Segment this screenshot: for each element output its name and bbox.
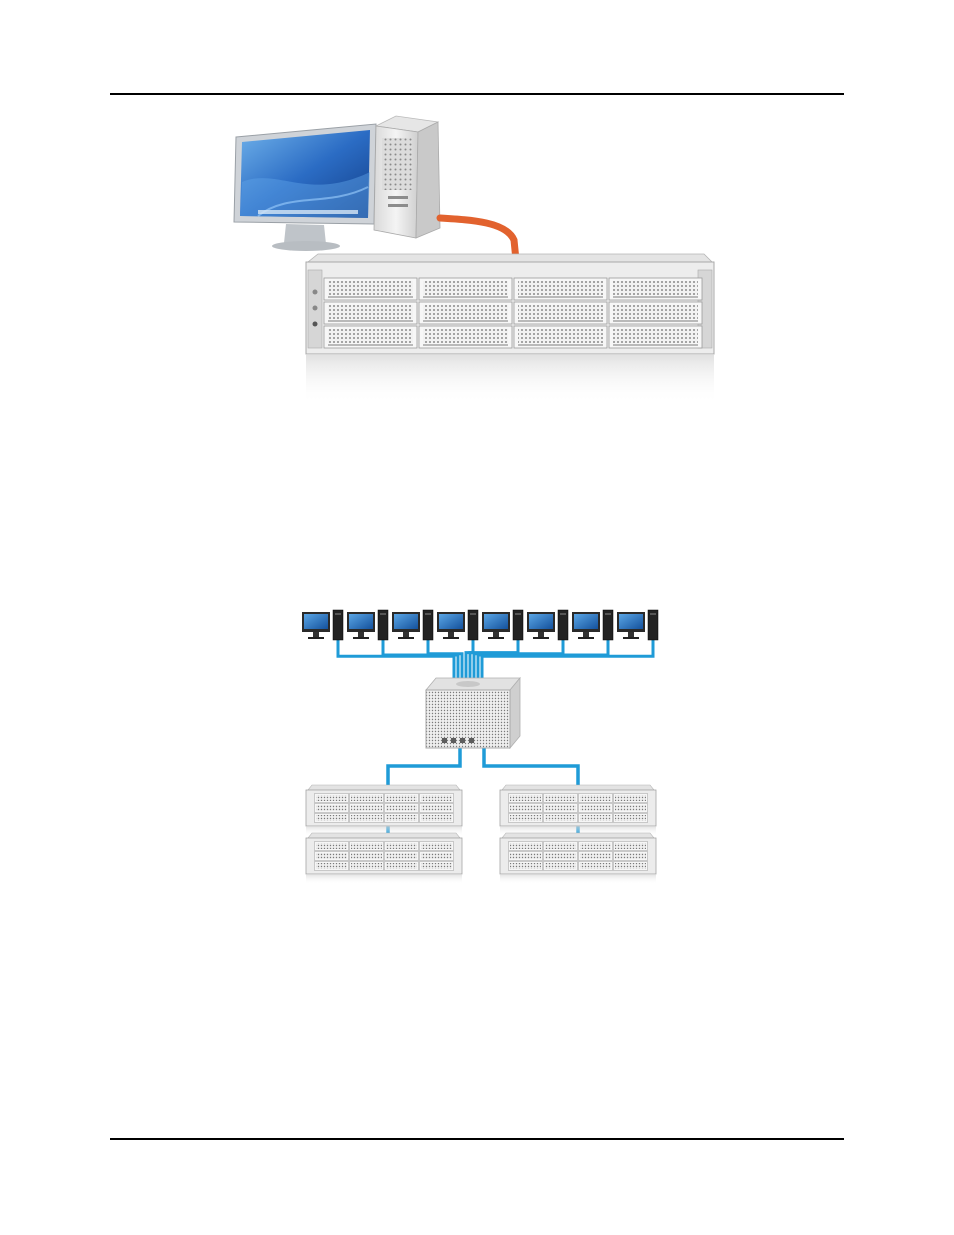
drive-bay	[350, 862, 384, 871]
switch-port	[451, 738, 456, 743]
workstation-icon	[437, 610, 478, 640]
drive-bay	[544, 804, 578, 813]
drive-bay	[420, 852, 454, 861]
drive-bay	[579, 852, 613, 861]
drive-bay	[420, 842, 454, 851]
switch-port	[469, 738, 474, 743]
drive-bay	[419, 302, 512, 324]
drive-bay	[514, 302, 607, 324]
workstation-row	[302, 610, 658, 640]
workstation-icon	[482, 610, 523, 640]
drive-bay	[420, 804, 454, 813]
drive-bay	[614, 852, 648, 861]
drive-bay	[509, 804, 543, 813]
drive-bay	[514, 278, 607, 300]
drive-bay	[544, 814, 578, 823]
switch-port	[442, 738, 447, 743]
raid-storage-cluster	[306, 785, 656, 884]
drive-bay	[544, 852, 578, 861]
drive-bay	[350, 804, 384, 813]
raid-unit-icon	[500, 833, 656, 884]
drive-bay	[609, 302, 702, 324]
drive-bay	[315, 814, 349, 823]
computer-monitor-icon	[234, 124, 376, 251]
drive-bay	[315, 804, 349, 813]
drive-bay	[350, 842, 384, 851]
drive-bay	[350, 852, 384, 861]
drive-bay	[350, 814, 384, 823]
drive-bay	[579, 842, 613, 851]
drive-bay	[614, 794, 648, 803]
drive-bay	[509, 794, 543, 803]
direct-attached-diagram	[228, 112, 728, 404]
drive-bay	[614, 814, 648, 823]
drive-bay	[609, 326, 702, 348]
drive-bay	[419, 326, 512, 348]
drive-bay	[609, 278, 702, 300]
drive-bay	[315, 852, 349, 861]
drive-bay	[315, 794, 349, 803]
drive-bay	[385, 794, 419, 803]
drive-bay	[614, 862, 648, 871]
drive-bay	[544, 794, 578, 803]
storage-cable	[484, 748, 578, 790]
workstation-icon	[572, 610, 613, 640]
drive-bay	[420, 794, 454, 803]
drive-bay	[614, 842, 648, 851]
drive-bay	[509, 814, 543, 823]
drive-bay	[544, 862, 578, 871]
direct-attached-figure	[228, 112, 728, 404]
drive-bay	[509, 862, 543, 871]
drive-bay	[385, 842, 419, 851]
raid-unit-icon	[306, 785, 462, 836]
workstation-icon	[392, 610, 433, 640]
drive-bay	[350, 794, 384, 803]
raid-unit-icon	[306, 833, 462, 884]
drive-bay	[315, 862, 349, 871]
rackmount-raid-icon	[306, 254, 714, 404]
drive-bay	[509, 852, 543, 861]
workstation-icon	[617, 610, 658, 640]
header-rule	[110, 93, 844, 95]
tower-computer-icon	[374, 116, 440, 238]
shared-storage-figure	[296, 598, 668, 890]
drive-bay	[579, 862, 613, 871]
drive-bay	[324, 326, 417, 348]
drive-bay	[419, 278, 512, 300]
footer-rule	[110, 1138, 844, 1140]
drive-bay	[385, 862, 419, 871]
drive-bay	[324, 278, 417, 300]
drive-bay	[420, 862, 454, 871]
drive-bay	[579, 794, 613, 803]
drive-bay	[509, 842, 543, 851]
drive-bay	[579, 814, 613, 823]
shared-storage-diagram	[296, 598, 668, 890]
drive-bay	[614, 804, 648, 813]
drive-bay	[544, 842, 578, 851]
drive-bay	[385, 814, 419, 823]
drive-bay	[385, 852, 419, 861]
raid-unit-icon	[500, 785, 656, 836]
storage-cable	[388, 748, 460, 790]
network-switch-icon	[426, 678, 520, 748]
workstation-icon	[527, 610, 568, 640]
workstation-icon	[347, 610, 388, 640]
drive-bay	[324, 302, 417, 324]
drive-bay	[579, 804, 613, 813]
drive-bay	[420, 814, 454, 823]
workstation-icon	[302, 610, 343, 640]
drive-bay	[315, 842, 349, 851]
switch-port	[460, 738, 465, 743]
drive-bay	[514, 326, 607, 348]
drive-bay	[385, 804, 419, 813]
